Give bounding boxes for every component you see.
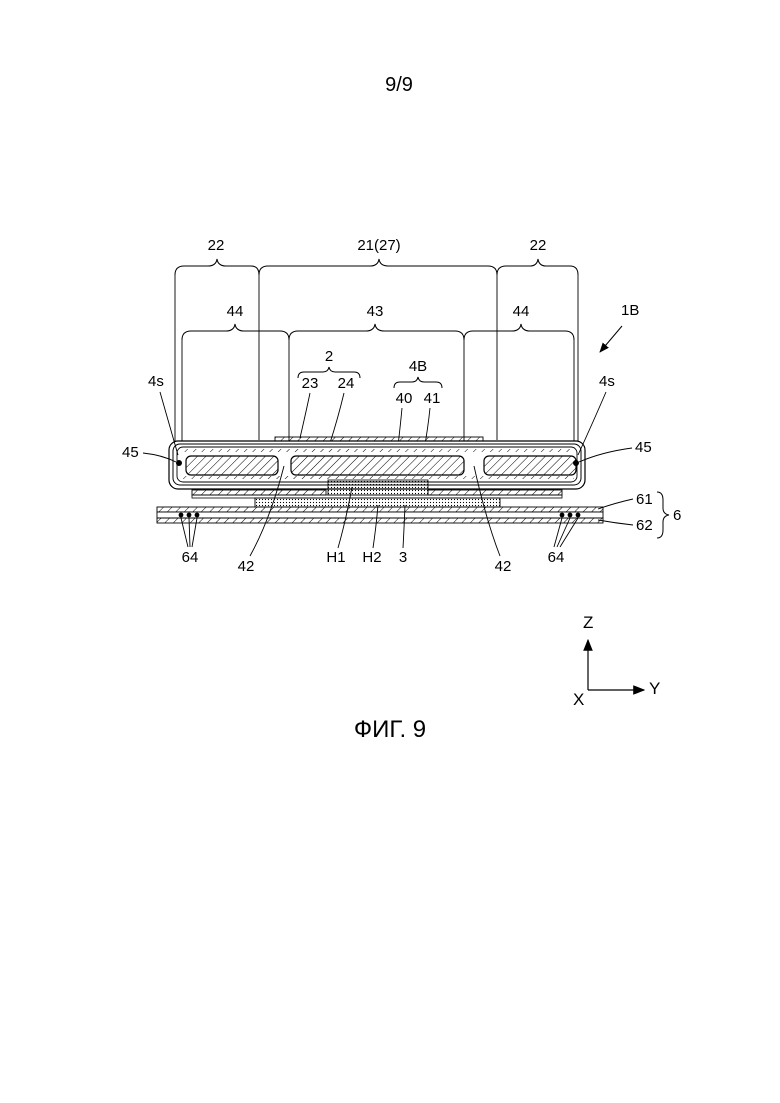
axis-label-y: Y: [649, 679, 660, 698]
label-42-right: 42: [495, 558, 512, 575]
page-number: 9/9: [385, 74, 413, 96]
label-22-left: 22: [208, 237, 225, 254]
label-4B: 4B: [409, 358, 427, 375]
brace-row-second: 44 43 44: [182, 303, 574, 340]
label-45-right: 45: [635, 439, 652, 456]
core-center: [291, 456, 464, 475]
core-left: [186, 456, 278, 475]
label-6: 6: [673, 507, 681, 524]
label-43: 43: [367, 303, 384, 320]
boundary-lines: [175, 275, 578, 446]
label-4s-right: 4s: [599, 373, 615, 390]
label-40: 40: [396, 390, 413, 407]
label-22-right: 22: [530, 237, 547, 254]
core-right: [484, 456, 576, 475]
label-64-left: 64: [182, 549, 199, 566]
label-44-left: 44: [227, 303, 244, 320]
label-41: 41: [424, 390, 441, 407]
label-4s-left: 4s: [148, 373, 164, 390]
label-23: 23: [302, 375, 319, 392]
label-64-right: 64: [548, 549, 565, 566]
label-24: 24: [338, 375, 355, 392]
axis-label-x: X: [573, 690, 584, 709]
label-3: 3: [399, 549, 407, 566]
label-44-right: 44: [513, 303, 530, 320]
bracket-2: 2 23 24: [298, 348, 360, 443]
axis-label-z: Z: [583, 613, 593, 632]
coordinate-axes: Z Y X: [573, 613, 660, 709]
label-H2: H2: [362, 549, 381, 566]
label-45-left: 45: [122, 444, 139, 461]
label-42-left: 42: [238, 558, 255, 575]
brace-row-top: 22 21(27) 22: [175, 237, 578, 275]
label-21-27: 21(27): [357, 237, 400, 254]
label-H1: H1: [326, 549, 345, 566]
label-62: 62: [636, 517, 653, 534]
label-61: 61: [636, 491, 653, 508]
label-1B: 1B: [621, 302, 639, 319]
figure-caption: ФИГ. 9: [354, 716, 426, 743]
label-2: 2: [325, 348, 333, 365]
